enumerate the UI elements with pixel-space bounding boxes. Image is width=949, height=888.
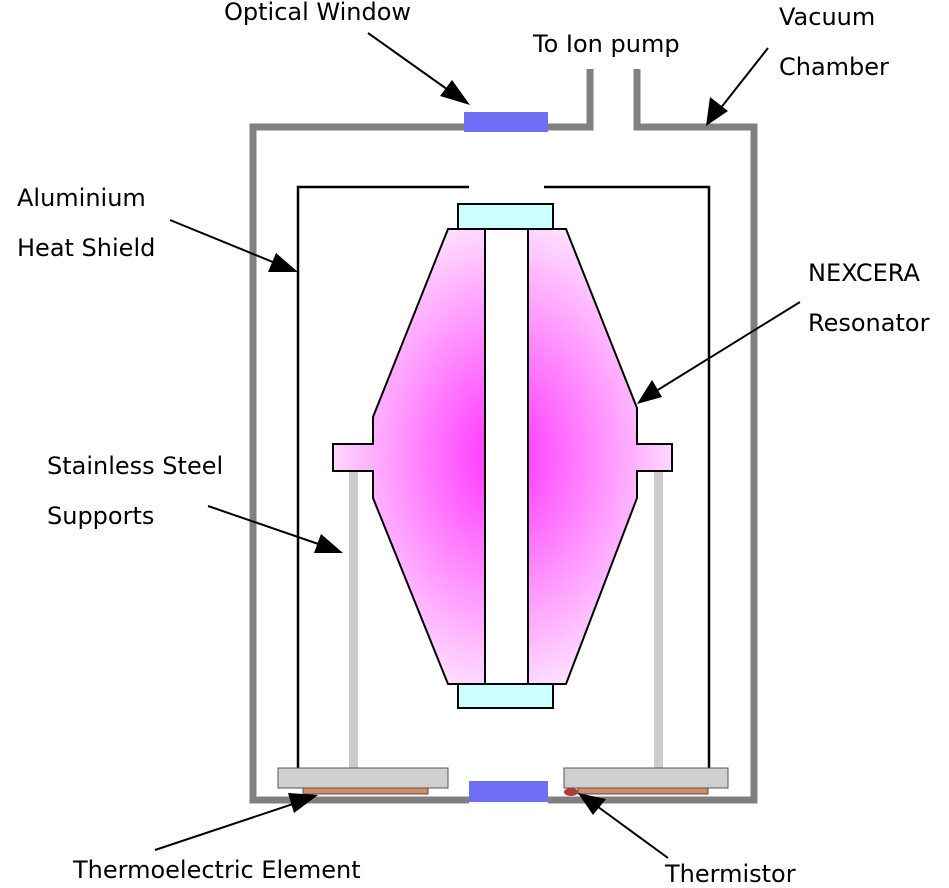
arrow-heat-shield (169, 219, 298, 272)
support-rod-left (349, 470, 358, 770)
label-thermoelectric: Thermoelectric Element (72, 856, 361, 884)
chamber-wall-right (548, 69, 758, 804)
pump-port-left-wall (548, 69, 594, 131)
heat-shield-right (544, 185, 711, 768)
optical-window-top (464, 112, 548, 132)
label-supports-line2: Supports (47, 502, 154, 530)
label-resonator-line2: Resonator (808, 309, 930, 337)
label-heat-shield-line2: Heat Shield (17, 234, 155, 262)
mirror-top (457, 203, 554, 230)
label-optical-window: Optical Window (224, 0, 411, 26)
base-plate-right (563, 767, 729, 789)
mirror-bottom (457, 683, 554, 709)
arrow-supports (207, 505, 343, 553)
support-rod-right (654, 470, 663, 770)
resonator-bore (485, 229, 528, 684)
arrow-optical-window (367, 32, 470, 105)
label-vacuum-line1: Vacuum (779, 3, 875, 31)
nexcera-resonator (332, 203, 673, 709)
label-supports-line1: Stainless Steel (47, 452, 223, 480)
arrow-vacuum-chamber (706, 47, 769, 126)
label-vacuum-line2: Chamber (779, 53, 889, 81)
base-plate-left (277, 767, 449, 789)
label-heat-shield-line1: Aluminium (17, 184, 146, 212)
optical-window-bottom (469, 781, 548, 802)
leader-arrows (154, 32, 801, 859)
arrow-thermistor (578, 793, 669, 859)
label-to-ion-pump: To Ion pump (532, 30, 680, 58)
label-thermistor: Thermistor (664, 860, 796, 888)
arrow-resonator (637, 301, 801, 404)
arrow-thermoelectric (154, 793, 318, 851)
label-resonator-line1: NEXCERA (808, 259, 920, 287)
labels: Optical Window To Ion pump Vacuum Chambe… (17, 0, 930, 888)
thermoelectric-element-left (302, 787, 429, 795)
thermistor-bead (564, 788, 578, 796)
chamber-wall-left (249, 123, 469, 804)
thermoelectric-element-right (577, 787, 709, 795)
heat-shield-left (296, 185, 469, 768)
heat-shield (296, 185, 711, 768)
vacuum-chamber (249, 69, 758, 804)
